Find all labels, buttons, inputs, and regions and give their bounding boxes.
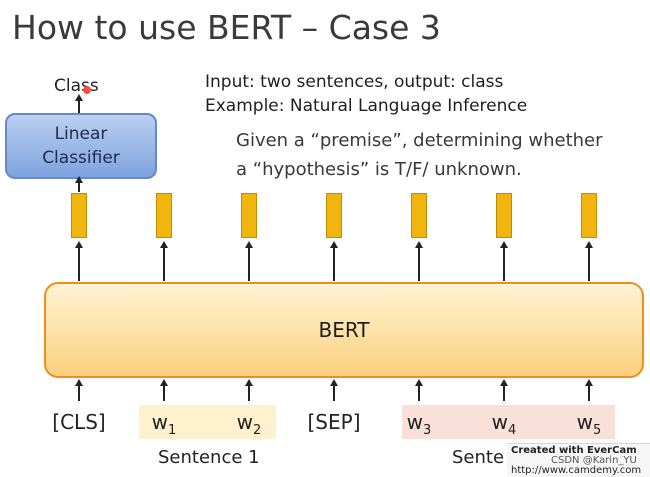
classifier-to-class-arrow-stem (78, 100, 80, 113)
sentence2-highlight-band (402, 405, 615, 439)
input-token-w1: w1 (141, 410, 187, 438)
token-sub: 2 (253, 423, 262, 438)
output-embedding-w1 (156, 193, 172, 238)
token-to-bert-arrow-head (245, 379, 253, 386)
token-sub: 5 (593, 423, 602, 438)
sentence1-label: Sentence 1 (158, 447, 260, 468)
task-explanation: Given a “premise”, determining whether a… (236, 126, 603, 184)
token-base: w (236, 410, 254, 434)
bert-to-embedding-arrow-head (75, 241, 83, 248)
token-to-bert-arrow-head (330, 379, 338, 386)
input-token-w3: w3 (396, 410, 442, 438)
bert-to-embedding-arrow-head (160, 241, 168, 248)
class-output-label: Class (54, 76, 99, 96)
token-to-bert-arrow-head (160, 379, 168, 386)
output-embedding-w3 (411, 193, 427, 238)
bert-to-embedding-arrow-head (415, 241, 423, 248)
token-sub: 4 (508, 423, 517, 438)
token-to-bert-arrow-stem (333, 385, 335, 401)
input-token-w2: w2 (226, 410, 272, 438)
output-embedding-cls (71, 193, 87, 238)
token-to-bert-arrow-head (415, 379, 423, 386)
classifier-label-line1: Linear (54, 124, 108, 144)
token-to-bert-arrow-head (500, 379, 508, 386)
description-line4: a “hypothesis” is T/F/ unknown. (236, 159, 522, 180)
bert-to-embedding-arrow-stem (418, 247, 420, 281)
pointer-dot (83, 86, 91, 94)
output-embedding-w2 (241, 193, 257, 238)
bert-to-embedding-arrow-stem (333, 247, 335, 281)
bert-to-embedding-arrow-stem (503, 247, 505, 281)
input-token-sep: [SEP] (302, 410, 366, 438)
input-token-w5: w5 (566, 410, 612, 438)
bert-model-box: BERT (44, 282, 644, 378)
input-token-w4: w4 (481, 410, 527, 438)
output-embedding-w4 (496, 193, 512, 238)
token-sub: 1 (168, 423, 177, 438)
token-base: w (406, 410, 424, 434)
bert-to-embedding-arrow-stem (588, 247, 590, 281)
bert-to-embedding-arrow-stem (248, 247, 250, 281)
slide-title: How to use BERT – Case 3 (12, 8, 441, 47)
token-to-bert-arrow-head (75, 379, 83, 386)
cls-to-classifier-arrow-head (75, 176, 83, 183)
token-to-bert-arrow-stem (163, 385, 165, 401)
token-sub: 3 (423, 423, 432, 438)
watermark-overlay: Created with EverCam CSDN @Karin_YU http… (507, 443, 650, 477)
bert-to-embedding-arrow-stem (163, 247, 165, 281)
bert-label: BERT (318, 318, 370, 342)
watermark-line3: http://www.camdemy.com (511, 465, 642, 476)
classifier-to-class-arrow-head (75, 94, 83, 101)
input-token-cls: [CLS] (48, 410, 110, 438)
sentence1-highlight-band (139, 405, 276, 439)
bert-to-embedding-arrow-head (245, 241, 253, 248)
bert-to-embedding-arrow-head (500, 241, 508, 248)
token-to-bert-arrow-stem (248, 385, 250, 401)
description-line1: Input: two sentences, output: class (205, 72, 504, 92)
token-base: w (576, 410, 594, 434)
token-to-bert-arrow-head (585, 379, 593, 386)
token-base: w (491, 410, 509, 434)
token-to-bert-arrow-stem (418, 385, 420, 401)
bert-to-embedding-arrow-head (330, 241, 338, 248)
bert-to-embedding-arrow-stem (78, 247, 80, 281)
watermark-line1: Created with EverCam (511, 445, 637, 456)
token-to-bert-arrow-stem (78, 385, 80, 401)
watermark-line2: CSDN @Karin_YU (551, 455, 637, 466)
output-embedding-sep (326, 193, 342, 238)
token-base: [SEP] (307, 410, 361, 434)
bert-to-embedding-arrow-head (585, 241, 593, 248)
output-embedding-w5 (581, 193, 597, 238)
token-to-bert-arrow-stem (503, 385, 505, 401)
token-to-bert-arrow-stem (588, 385, 590, 401)
sentence2-label: Sente (452, 447, 505, 468)
description-line3: Given a “premise”, determining whether (236, 130, 603, 151)
task-description: Input: two sentences, output: class Exam… (205, 70, 527, 118)
cls-to-classifier-arrow-stem (78, 182, 80, 192)
linear-classifier-box: Linear Classifier (5, 113, 157, 179)
description-line2: Example: Natural Language Inference (205, 96, 528, 116)
token-base: [CLS] (52, 410, 106, 434)
classifier-label-line2: Classifier (42, 148, 120, 168)
token-base: w (151, 410, 169, 434)
